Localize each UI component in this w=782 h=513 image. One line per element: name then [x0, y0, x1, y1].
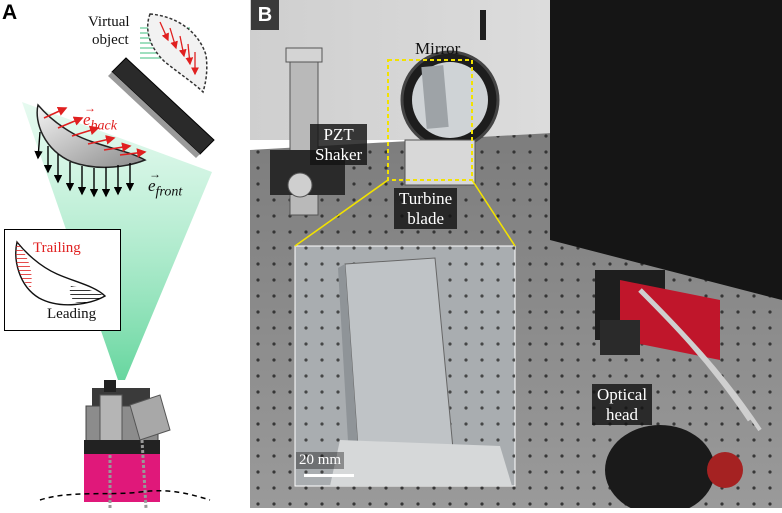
mirror-element	[108, 57, 215, 158]
e-back-arrow-glyph: →	[84, 101, 96, 115]
blade-holder	[404, 139, 476, 186]
optical-head-label: Optical head	[592, 384, 653, 426]
optical-label-line1: Optical	[597, 385, 648, 404]
virtual-label-line2: object	[92, 32, 129, 48]
zoom-line-left	[294, 179, 389, 247]
pzt-label-line1: PZT	[323, 125, 354, 144]
mirror-label: Mirror	[415, 39, 461, 58]
pzt-label-line2: Shaker	[315, 144, 363, 164]
inset-leading-label: Leading	[47, 306, 97, 322]
panel-b-photo: Mirror PZT Shaker Turbine blade Optical …	[250, 0, 782, 508]
virtual-object	[146, 13, 208, 94]
e-front-label: → efront	[148, 167, 183, 200]
turbine-label-line1: Turbine	[399, 189, 453, 208]
scale-bar-label: 20 mm	[296, 452, 345, 469]
e-back-arrows	[43, 106, 147, 158]
e-front-subscript: front	[155, 184, 183, 200]
pzt-shaker-label: PZT Shaker	[310, 124, 368, 166]
panel-b-scene	[250, 0, 782, 508]
zoom-line-right	[471, 179, 516, 247]
panel-a-tag: A	[2, 1, 18, 24]
panel-a: Virtual object → eback → efront Trailing…	[0, 0, 250, 509]
e-back-label: → eback	[83, 101, 117, 134]
e-back-subscript: back	[90, 118, 117, 134]
leading-hatch	[69, 286, 105, 303]
blade-section-inset: Trailing Leading	[4, 229, 121, 331]
inset-trailing-label: Trailing	[33, 240, 81, 256]
optical-label-line2: head	[605, 404, 639, 424]
e-front-arrows	[34, 131, 135, 198]
turbine-blade-label: Turbine blade	[394, 188, 458, 230]
zoom-box	[387, 59, 473, 181]
optical-head-device	[595, 270, 762, 432]
panel-a-diagram	[22, 13, 215, 509]
virtual-label-line1: Virtual	[88, 14, 130, 30]
e-front-arrow-glyph: →	[149, 167, 161, 181]
virtual-object-arrows	[159, 21, 199, 76]
e-front-symbol: e	[148, 176, 156, 195]
foreground-knob	[605, 425, 715, 508]
turbine-label-line2: blade	[407, 208, 445, 228]
camera-body	[84, 380, 171, 509]
panel-b-tag: B	[251, 0, 279, 30]
blade-section-svg	[15, 240, 107, 306]
ground-line	[39, 489, 211, 501]
trailing-hatch	[15, 242, 32, 288]
black-screen	[550, 0, 782, 300]
e-back-symbol: e	[83, 110, 91, 129]
